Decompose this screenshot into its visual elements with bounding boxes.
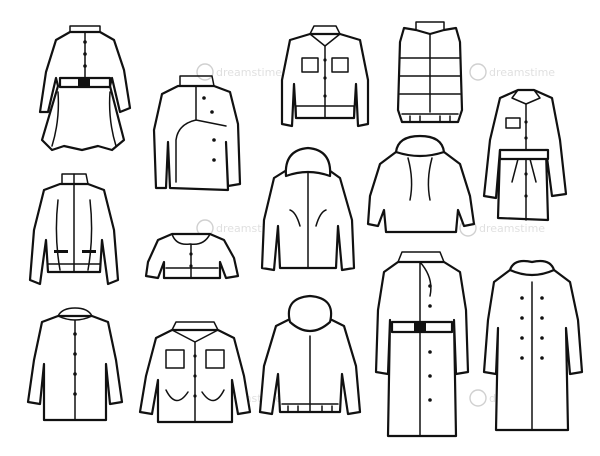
watermark-text: dreamstime: [216, 66, 282, 79]
zip-jacket-icon: [28, 173, 120, 286]
cropped-jacket-icon: [144, 232, 240, 280]
funnel-neck-cape-icon: [366, 134, 476, 234]
puffer-vest-icon: [396, 21, 464, 124]
asymmetric-short-jacket-icon: [152, 75, 242, 192]
denim-jacket-icon: [280, 25, 370, 128]
belted-coat-with-collar-icon: [482, 88, 568, 222]
dress-coat-with-belt-icon: [38, 25, 132, 152]
utility-jacket-icon: [138, 321, 252, 424]
long-belted-coat-icon: [374, 251, 470, 438]
watermark-text: dreamstime: [489, 66, 555, 79]
rounded-collar-coat-icon: [26, 307, 124, 422]
watermark-text: dreamstime: [479, 222, 545, 235]
hooded-jacket-icon: [260, 146, 356, 272]
hoodie-icon: [258, 294, 362, 416]
double-breasted-coat-icon: [482, 259, 584, 432]
